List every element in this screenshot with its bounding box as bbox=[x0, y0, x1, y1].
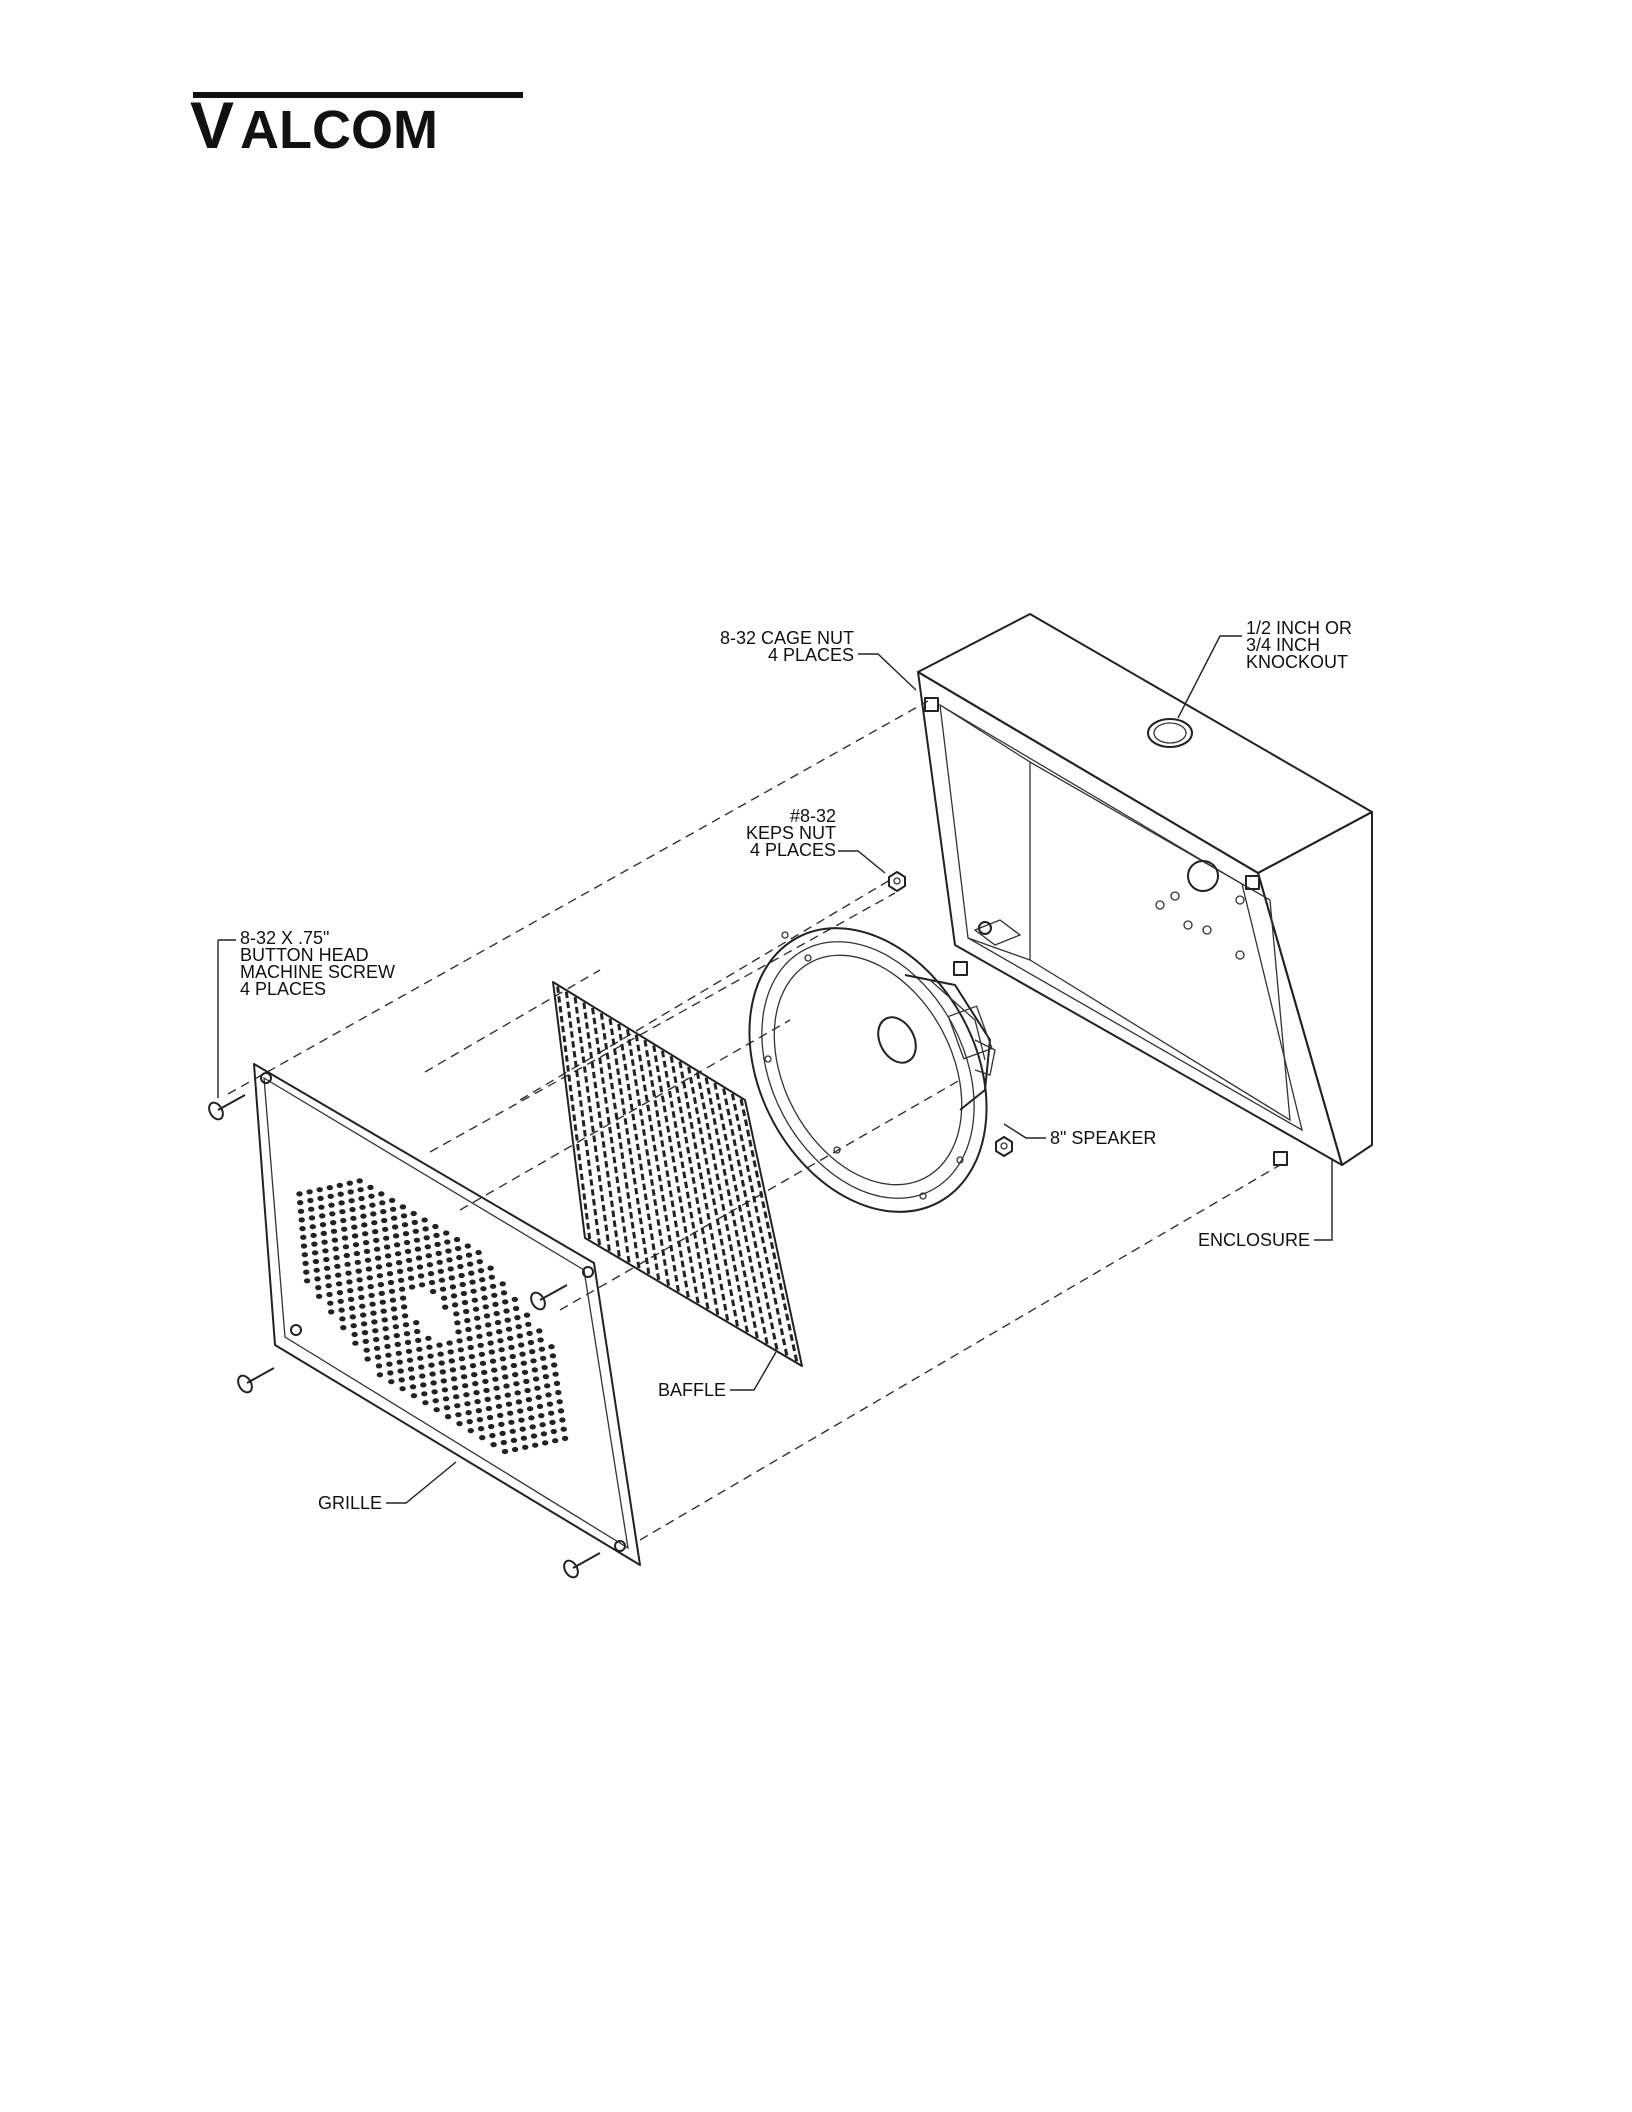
machine-screw bbox=[528, 1285, 567, 1312]
label-grille: GRILLE bbox=[318, 1493, 382, 1513]
machine-screw bbox=[206, 1095, 245, 1122]
label-baffle: BAFFLE bbox=[658, 1380, 726, 1400]
keps-nut bbox=[889, 872, 905, 891]
valcom-logo: V ALCOM bbox=[190, 88, 523, 162]
logo-text-rest: ALCOM bbox=[240, 100, 438, 160]
logo-rule bbox=[193, 92, 523, 98]
cage-nut bbox=[925, 698, 938, 711]
machine-screw bbox=[235, 1368, 274, 1395]
speaker bbox=[702, 887, 1034, 1253]
label-speaker: 8" SPEAKER bbox=[1050, 1128, 1156, 1148]
logo-text-v: V bbox=[190, 88, 234, 162]
machine-screw bbox=[561, 1553, 600, 1580]
cage-nut bbox=[954, 962, 967, 975]
label-knockout-3: KNOCKOUT bbox=[1246, 652, 1348, 672]
machine-screws bbox=[206, 1095, 600, 1580]
keps-nut bbox=[996, 1137, 1012, 1156]
label-enclosure: ENCLOSURE bbox=[1198, 1230, 1310, 1250]
callout-labels: 8-32 CAGE NUT 4 PLACES 1/2 INCH OR 3/4 I… bbox=[240, 618, 1352, 1513]
label-screw-4: 4 PLACES bbox=[240, 979, 326, 999]
cage-nut bbox=[1274, 1152, 1287, 1165]
callout-leaders bbox=[218, 636, 1332, 1503]
label-cage-nut-2: 4 PLACES bbox=[768, 645, 854, 665]
label-keps-nut-3: 4 PLACES bbox=[750, 840, 836, 860]
